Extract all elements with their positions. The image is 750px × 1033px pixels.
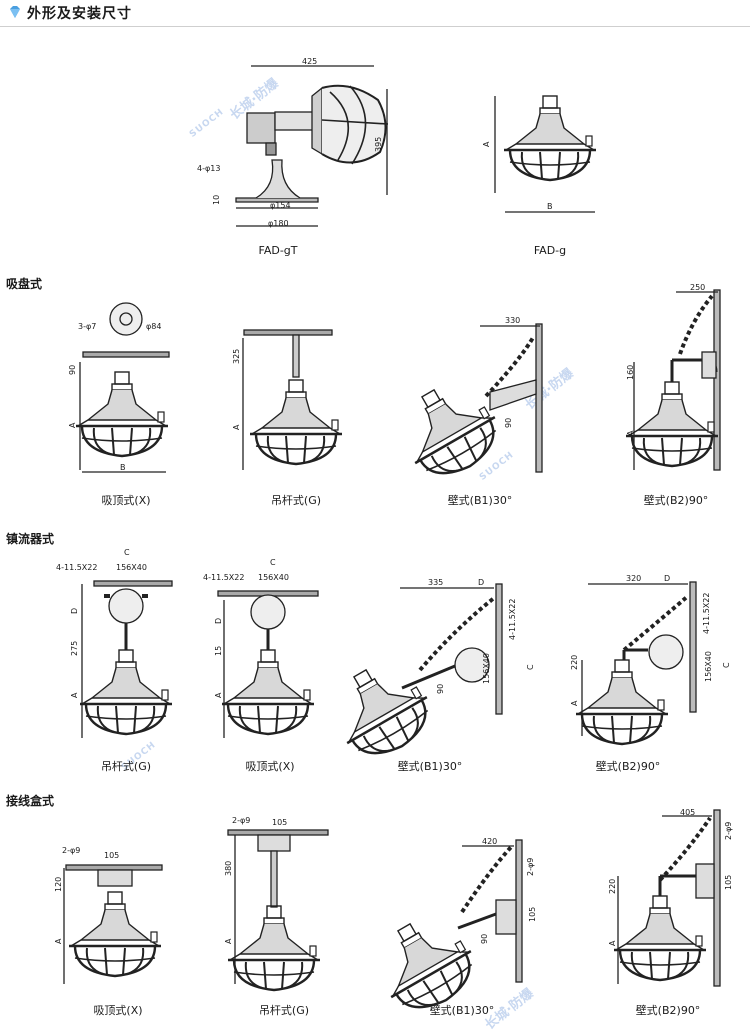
dim-label: A [482, 141, 491, 147]
dim-label: 105 [272, 818, 288, 827]
dim-label: 105 [104, 851, 120, 860]
figure-caption: 壁式(B2)90° [643, 494, 709, 507]
figure-caption: 壁式(B1)30° [397, 760, 463, 773]
fad-gt-drawing [235, 65, 389, 227]
figure-caption: 壁式(B2)90° [595, 760, 661, 773]
dim-label: 4-φ13 [197, 164, 221, 173]
section-title: 镇流器式 [6, 532, 55, 546]
dim-label: C [526, 664, 535, 670]
dim-label: 420 [482, 837, 498, 846]
dim-label: 395 [374, 136, 383, 152]
figure-caption: 吸顶式(X) [93, 1004, 143, 1017]
dim-label: C [270, 558, 276, 567]
dim-label: A [70, 692, 79, 698]
dim-label: 275 [70, 640, 79, 656]
dim-label: A [232, 424, 241, 430]
dim-label: B [120, 463, 126, 472]
dim-label: A [68, 422, 77, 428]
dim-label: 4-11.5X22 [508, 598, 517, 640]
dim-label: 320 [626, 574, 642, 583]
figure-caption: 壁式(B1)30° [429, 1004, 495, 1017]
dim-label: D [664, 574, 671, 583]
dim-label: A [608, 940, 617, 946]
dim-label: 90 [68, 364, 77, 375]
dim-label: 4-11.5X22 [203, 573, 245, 582]
figure-caption: 吸顶式(X) [245, 760, 295, 773]
dim-label: C [722, 662, 731, 668]
dim-label: 120 [54, 876, 63, 892]
dim-label: 90 [504, 417, 513, 428]
dim-label: 2-φ9 [724, 821, 733, 840]
dim-label: 90 [436, 683, 445, 694]
dim-label: D [478, 578, 485, 587]
section-title: 接线盒式 [6, 794, 55, 808]
fad-g-drawing [494, 94, 598, 213]
row3-drawings [63, 809, 721, 1021]
dim-label: 156X40 [482, 653, 491, 684]
dim-label: 4-11.5X22 [702, 592, 711, 634]
dim-label: φ180 [268, 219, 289, 228]
dim-label: 2-φ9 [232, 816, 251, 825]
dim-label: 425 [302, 57, 318, 66]
section-title: 吸盘式 [6, 277, 43, 291]
figure-caption: 吊杆式(G) [100, 760, 152, 773]
diamond-icon [10, 6, 20, 18]
figure-caption: 吊杆式(G) [258, 1004, 310, 1017]
dim-label: φ84 [146, 322, 162, 331]
dim-label: B [547, 202, 553, 211]
figure-caption: 吊杆式(G) [270, 494, 322, 507]
dim-label: A [214, 692, 223, 698]
dim-label: 380 [224, 860, 233, 876]
dim-label: 2-φ9 [526, 857, 535, 876]
page-header: 外形及安装尺寸 [0, 0, 750, 27]
dim-label: D [70, 607, 79, 614]
dim-label: 105 [528, 906, 537, 922]
dim-label: A [626, 430, 635, 436]
dim-label: 105 [724, 874, 733, 890]
dim-label: 90 [480, 933, 489, 944]
dim-label: 325 [232, 348, 241, 364]
dim-label: A [570, 700, 579, 706]
dim-label: A [54, 938, 63, 944]
dim-label: 220 [608, 878, 617, 894]
figure-caption: FAD-g [533, 244, 567, 257]
figure-caption: FAD-gT [258, 244, 298, 257]
dim-label: 220 [570, 654, 579, 670]
dim-label: 405 [680, 808, 696, 817]
figure-caption: 壁式(B1)30° [447, 494, 513, 507]
dim-label: 330 [505, 316, 521, 325]
dim-label: A [224, 938, 233, 944]
dim-label: D [214, 617, 223, 624]
row2-drawings [78, 580, 697, 771]
dim-label: 156X40 [258, 573, 289, 582]
dim-label: 250 [690, 283, 706, 292]
figure-caption: 壁式(B2)90° [635, 1004, 701, 1017]
dim-label: 3-φ7 [78, 322, 97, 331]
page-title: 外形及安装尺寸 [27, 6, 132, 22]
dim-label: 335 [428, 578, 444, 587]
dim-label: 10 [212, 194, 221, 205]
dim-label: 4-11.5X22 [56, 563, 98, 572]
dim-label: 15 [214, 645, 223, 656]
figure-caption: 吸顶式(X) [101, 494, 151, 507]
dim-label: φ154 [270, 201, 291, 210]
dim-label: 156X40 [116, 563, 147, 572]
dim-label: 160 [626, 364, 635, 380]
dim-label: 156X40 [704, 651, 713, 682]
row1-drawings [74, 289, 721, 491]
dim-label: 2-φ9 [62, 846, 81, 855]
dim-label: C [124, 548, 130, 557]
